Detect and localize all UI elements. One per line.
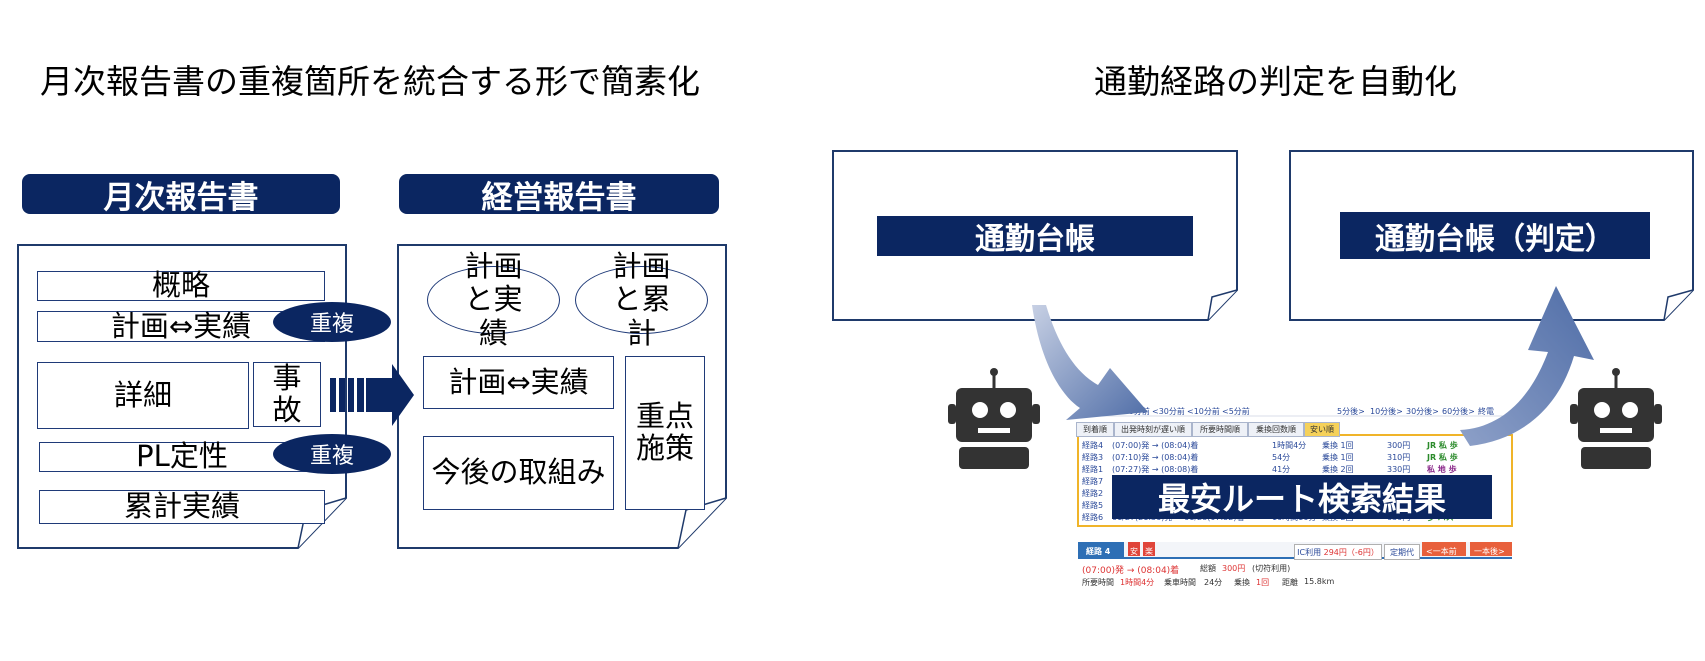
ledger-page-fold [1207, 289, 1238, 321]
link-5min-before[interactable]: <5分前 [1222, 407, 1250, 416]
route-time: (07:10)発 → (08:04)着 [1112, 453, 1199, 462]
management-item-key-measures: 重点施策 [625, 356, 705, 510]
route-row[interactable]: 経路4 (07:00)発 → (08:04)着 1時間4分 乗換 1回 300円… [1072, 440, 1512, 452]
detail-time: (07:00)発 → (08:04)着 [1082, 566, 1180, 576]
management-report-header: 経営報告書 [399, 174, 719, 216]
route-fare: 310円 [1387, 453, 1411, 462]
ic-label: IC利用 [1297, 547, 1322, 557]
monthly-item-pl-qualitative: PL定性 [39, 440, 325, 472]
prev-train-button[interactable]: <一本前 [1426, 547, 1457, 556]
transfer-label: 乗換 [1234, 578, 1250, 587]
detail-total-value: 300円 [1222, 564, 1246, 573]
link-5min-after[interactable]: 5分後> [1337, 407, 1365, 416]
route-time: (07:27)発 → (08:08)着 [1112, 465, 1199, 474]
right-section-title: 通勤経路の判定を自動化 [1094, 62, 1457, 101]
tab-arrival-order[interactable]: 到着順 [1076, 422, 1114, 437]
route-row[interactable]: 経路2 [1072, 488, 1512, 500]
commuter-pass-button[interactable]: 定期代 [1384, 544, 1420, 560]
monthly-item-overview: 概略 [37, 269, 325, 301]
next-train-button[interactable]: 一本後> [1474, 547, 1505, 556]
left-section-title: 月次報告書の重複箇所を統合する形で簡素化 [40, 62, 700, 101]
route-name: 経路3 [1082, 453, 1104, 462]
link-30min-after[interactable]: 30分後> [1406, 407, 1439, 416]
robot-icon-left [948, 368, 1040, 469]
detail-metrics: 所要時間 1時間4分 乗車時間 24分 乗換 1回 距離 15.8km [1072, 577, 1512, 589]
route-detail-header: 経路 4 安 楽 IC利用 294円（-6円） 定期代 <一本前 一本後> [1072, 544, 1512, 560]
route-name: 経路2 [1082, 489, 1104, 498]
detail-summary: (07:00)発 → (08:04)着 総額 300円 (切符利用) [1072, 563, 1512, 576]
arrow-search-to-judged [1460, 286, 1594, 446]
route-name: 経路7 [1082, 477, 1104, 486]
link-last-train[interactable]: 終電 [1478, 407, 1494, 416]
link-30min-before[interactable]: <30分前 [1152, 407, 1185, 416]
route-row[interactable]: 経路3 (07:10)発 → (08:04)着 54分 乗換 1回 310円 J… [1072, 452, 1512, 464]
badge-easy: 楽 [1145, 547, 1153, 556]
ic-value: 294円（-6円） [1323, 547, 1379, 557]
overlap-badge: 重複 [273, 302, 391, 342]
route-name: 経路5 [1082, 501, 1104, 510]
link-10min-after[interactable]: 10分後> [1370, 407, 1403, 416]
route-transfer: 乗換 1回 [1322, 453, 1354, 462]
monthly-item-detail: 詳細 [37, 362, 249, 429]
route-duration: 54分 [1272, 453, 1291, 462]
distance-label: 距離 [1282, 578, 1298, 587]
route-name: 経路4 [1082, 441, 1104, 450]
monthly-item-cumulative: 累計実績 [39, 490, 325, 524]
route-row[interactable]: 経路5 [1072, 500, 1512, 512]
route-row[interactable]: 経路1 (07:27)発 → (08:08)着 41分 乗換 2回 330円 私… [1072, 464, 1512, 476]
route-transfer: 乗換 1回 [1322, 441, 1354, 450]
ledger-judged-label: 通勤台帳（判定） [1340, 212, 1650, 259]
route-duration: 1時間4分 [1272, 441, 1307, 450]
route-name: 経路1 [1082, 465, 1104, 474]
monthly-report-header: 月次報告書 [22, 174, 340, 216]
route-transfer: 乗換 2回 [1322, 465, 1354, 474]
detail-route-label: 経路 4 [1086, 547, 1111, 556]
route-fare: 330円 [1387, 465, 1411, 474]
route-fare: 300円 [1387, 441, 1411, 450]
duration-label: 所要時間 [1082, 578, 1114, 587]
arrow-ledger-to-search [1032, 305, 1148, 420]
tab-late-departure[interactable]: 出発時刻が遅い順 [1114, 422, 1192, 437]
link-60min-after[interactable]: 60分後> [1442, 407, 1475, 416]
link-10min-before[interactable]: <10分前 [1187, 407, 1220, 416]
route-tags: JR 私 歩 [1427, 441, 1458, 450]
ic-fare-button[interactable]: IC利用 294円（-6円） [1294, 544, 1382, 560]
route-tags: JR 私 歩 [1427, 453, 1458, 462]
ledger-judged-page-fold [1663, 289, 1694, 321]
duration-value: 1時間4分 [1120, 578, 1155, 587]
ellipse-plan-and-cumulative: 計画と累計 [575, 249, 708, 349]
merge-arrow [330, 364, 414, 426]
tab-duration[interactable]: 所要時間順 [1192, 422, 1248, 437]
cheapest-route-banner: 最安ルート検索結果 [1112, 475, 1492, 519]
robot-icon-right [1570, 368, 1662, 469]
monthly-item-accident: 事故 [253, 362, 321, 427]
ride-label: 乗車時間 [1164, 578, 1196, 587]
transfer-value: 1回 [1256, 578, 1270, 587]
route-time: (07:00)発 → (08:04)着 [1112, 441, 1199, 450]
overlap-badge: 重複 [273, 434, 391, 474]
management-report-page-fold [677, 497, 727, 549]
management-item-future-efforts: 今後の取組み [423, 436, 614, 510]
route-tags: 私 地 歩 [1427, 465, 1457, 474]
tab-cheapest[interactable]: 安い順 [1304, 422, 1340, 437]
tab-transfers[interactable]: 乗換回数順 [1248, 422, 1304, 437]
route-row[interactable]: 経路7 [1072, 476, 1512, 488]
route-duration: 41分 [1272, 465, 1291, 474]
ledger-label: 通勤台帳 [877, 216, 1193, 257]
distance-value: 15.8km [1304, 577, 1335, 586]
management-item-plan-vs-actual: 計画⇔実績 [423, 356, 614, 409]
detail-ticket-note: (切符利用) [1252, 564, 1291, 573]
route-search-result: 始発 <60分前 <30分前 <10分前 <5分前 5分後> 10分後> 30分… [1072, 403, 1512, 593]
route-name: 経路6 [1082, 513, 1104, 522]
detail-total-label: 総額 [1200, 564, 1216, 573]
ride-value: 24分 [1204, 578, 1223, 587]
badge-cheap: 安 [1130, 547, 1138, 556]
